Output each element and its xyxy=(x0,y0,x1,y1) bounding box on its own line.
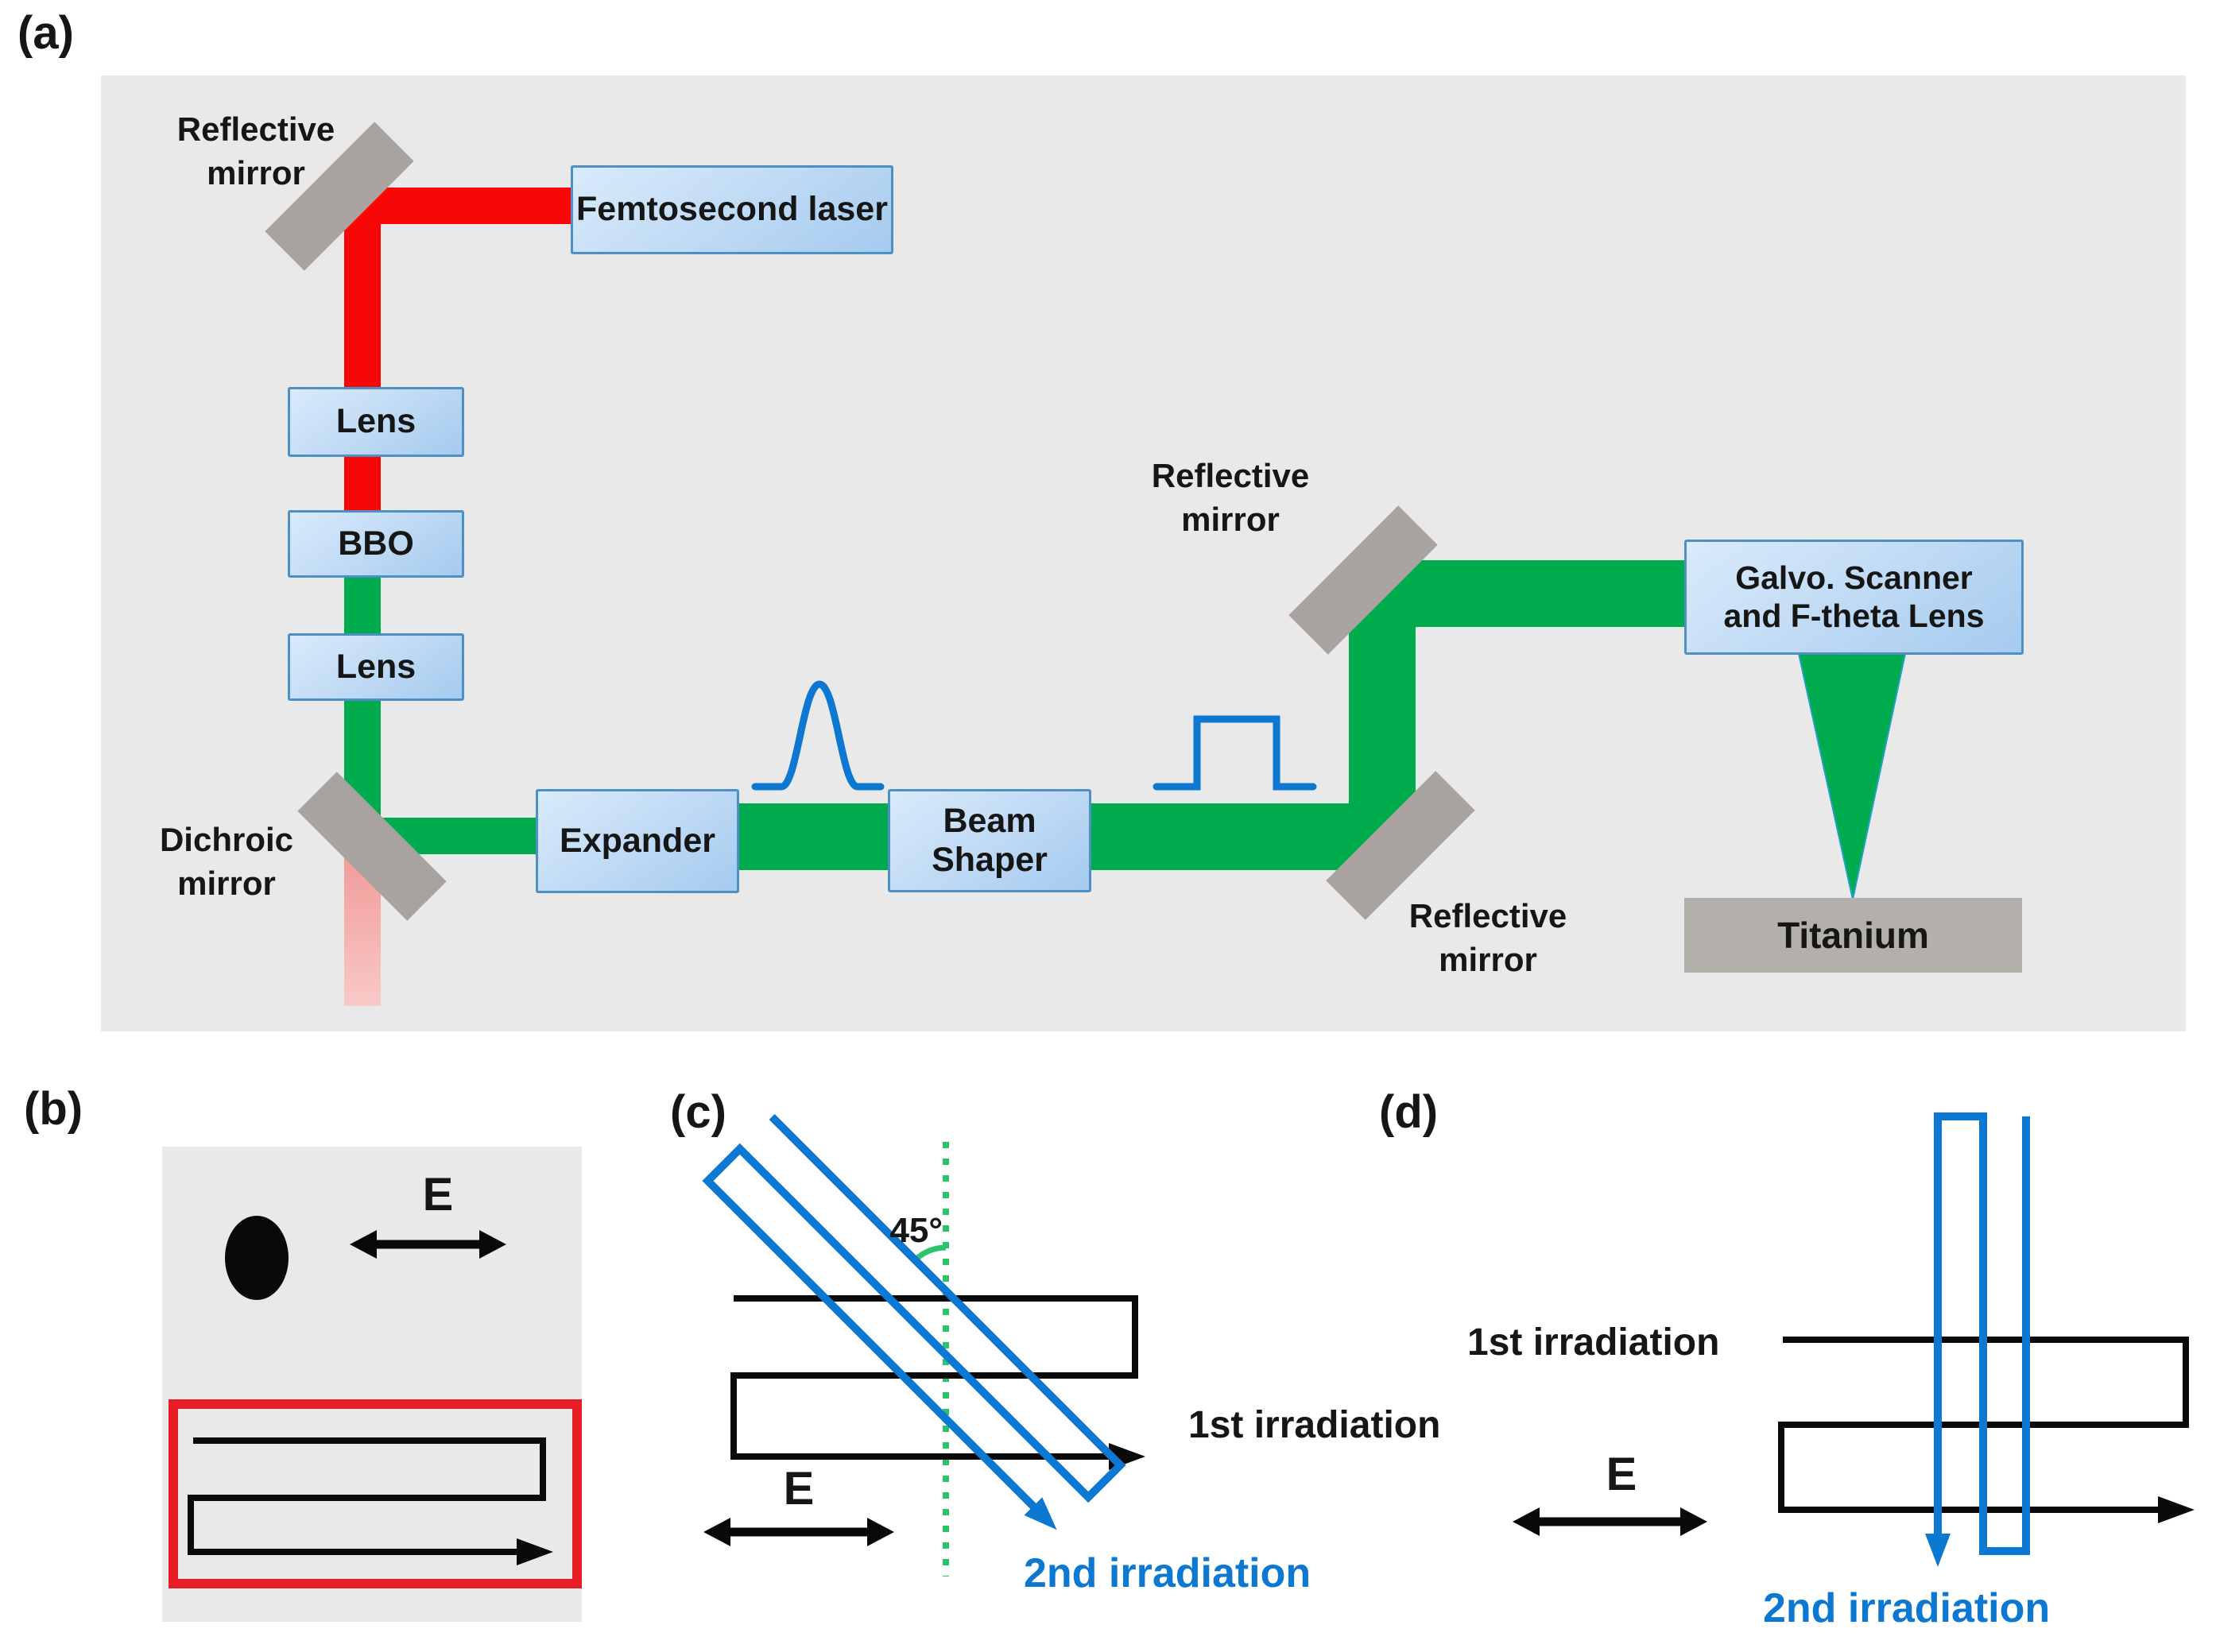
titanium-target-slab: Titanium xyxy=(1684,898,2022,973)
beam-shaper-box: Beam Shaper xyxy=(888,789,1091,892)
e-field-label-c: E xyxy=(783,1463,815,1515)
panel-d-tag: (d) xyxy=(1379,1086,1439,1138)
focused-beam-cone xyxy=(1796,649,1908,900)
e-arrow-right-head-c xyxy=(867,1518,894,1546)
e-arrow-right-head-d xyxy=(1680,1507,1707,1536)
first-irradiation-label-c: 1st irradiation xyxy=(1188,1404,1441,1446)
lens-box-1: Lens xyxy=(288,387,464,457)
e-arrow-left-head-b xyxy=(350,1230,377,1259)
galvo-scanner-box: Galvo. Scanner and F-theta Lens xyxy=(1684,540,2024,655)
panel-b-tag: (b) xyxy=(24,1083,83,1135)
first-irradiation-arrow-d xyxy=(2158,1496,2195,1523)
second-irradiation-arrow-d xyxy=(1925,1534,1951,1567)
e-field-label-d: E xyxy=(1606,1449,1637,1500)
reflective-mirror-shape-bottom-right xyxy=(1326,771,1475,920)
panel-c-tag: (c) xyxy=(670,1086,726,1138)
gaussian-pulse-icon xyxy=(751,680,885,791)
e-field-label-b: E xyxy=(422,1169,454,1221)
panel-b-background xyxy=(162,1147,582,1622)
dichroic-mirror-shape xyxy=(297,772,447,921)
e-arrow-left-head-c xyxy=(703,1518,730,1546)
lens-box-2: Lens xyxy=(288,633,464,701)
ir-laser-beam-red xyxy=(344,188,572,516)
second-irradiation-label-d: 2nd irradiation xyxy=(1763,1585,2051,1631)
raster-arrow-head-b xyxy=(517,1538,553,1565)
beam-spot-ellipse xyxy=(225,1216,289,1300)
dichroic-mirror-label: Dichroic mirror xyxy=(159,821,294,902)
angle-45-label: 45° xyxy=(889,1211,943,1250)
second-irradiation-arrow-c xyxy=(1024,1497,1057,1530)
reflective-mirror-label-top-right: Reflective mirror xyxy=(1151,457,1310,538)
first-irradiation-label-d: 1st irradiation xyxy=(1467,1321,1720,1364)
reflective-mirror-shape-top-left xyxy=(265,122,414,271)
second-irradiation-tilted-group xyxy=(702,1113,1126,1530)
raster-scan-path-b xyxy=(188,1437,546,1555)
scan-area-red-frame xyxy=(169,1399,582,1588)
reflective-mirror-shape-top-right xyxy=(1288,505,1438,655)
e-arrow-right-head-b xyxy=(479,1230,506,1259)
bbo-crystal-box: BBO xyxy=(288,510,464,578)
reflective-mirror-label-top-left: Reflective mirror xyxy=(176,110,335,192)
first-irradiation-path-c xyxy=(730,1295,1138,1460)
panel-a-tag: (a) xyxy=(17,7,74,59)
second-irradiation-label-c: 2nd irradiation xyxy=(1024,1550,1311,1596)
expander-box: Expander xyxy=(536,789,739,893)
second-irradiation-path-d xyxy=(1934,1112,2030,1555)
second-irradiation-path-c xyxy=(702,1113,1126,1511)
reflective-mirror-label-bottom-right: Reflective mirror xyxy=(1408,897,1567,978)
femtosecond-laser-box: Femtosecond laser xyxy=(571,165,893,254)
shg-beam-expanded-green xyxy=(736,560,1709,870)
flat-top-pulse-icon xyxy=(1153,715,1317,791)
e-arrow-left-head-d xyxy=(1513,1507,1540,1536)
